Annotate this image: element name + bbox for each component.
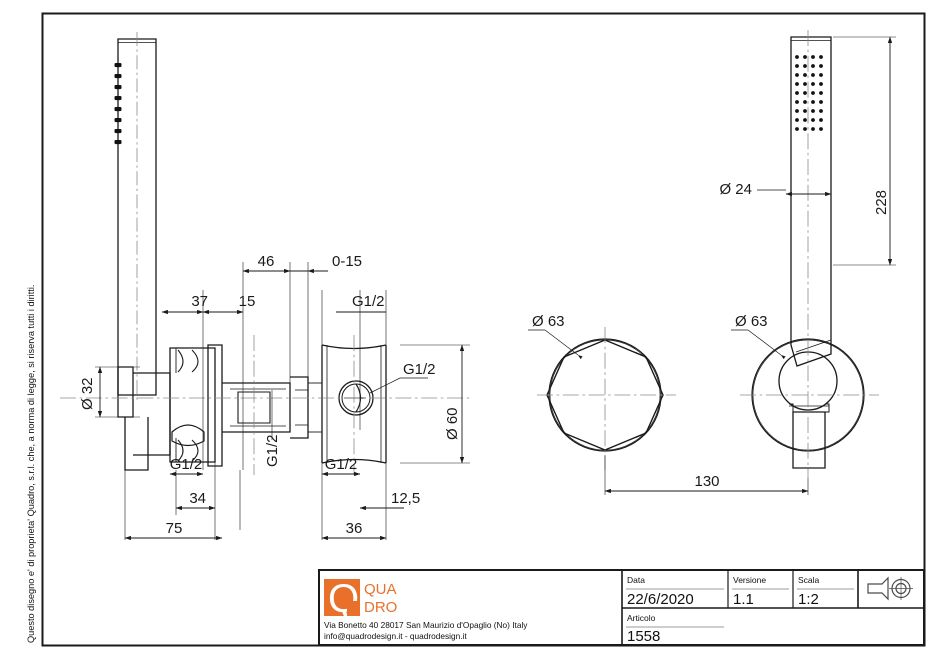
dimension-g12-bottom-right-text: G1/2 (325, 456, 358, 473)
company-logo: Q QUA DRO (324, 577, 397, 621)
dimension-75: 75 (124, 520, 223, 541)
dimension-0-15: 0-15 (290, 253, 362, 274)
dimension-g12-bottom-right: G1/2 (321, 456, 361, 477)
main-view-centerline (60, 335, 470, 475)
dimension-130: 130 (604, 455, 809, 495)
field-versione-label: Versione (733, 575, 766, 585)
dimension-36: 36 (321, 520, 387, 541)
handset-right-lower-stub (789, 403, 830, 469)
dimension-36-text: 36 (346, 520, 363, 537)
field-articolo-label: Articolo (627, 613, 656, 623)
dimension-d32-text: Ø 32 (79, 377, 96, 410)
field-versione-value: 1.1 (733, 591, 754, 608)
dimension-46: 46 (242, 253, 291, 274)
company-address-line-2: info@quadrodesign.it - quadrodesign.it (324, 631, 467, 641)
sheet-frame (41, 12, 926, 647)
logo-line-1: QUA (364, 581, 397, 598)
dimension-228-text: 228 (873, 190, 890, 215)
dimension-g12-top-right: G1/2 (336, 293, 386, 313)
dimension-d63-left: Ø 63 (528, 313, 583, 360)
dimension-d63-right-text: Ø 63 (735, 313, 768, 330)
field-scala-label: Scala (798, 575, 820, 585)
logo-line-2: DRO (364, 599, 397, 616)
dimension-228: 228 (833, 36, 896, 266)
company-address: Via Bonetto 40 28017 San Maurizio d'Opag… (324, 620, 528, 641)
field-scala-value: 1:2 (798, 591, 819, 608)
field-articolo-value: 1558 (627, 628, 660, 645)
dimension-15: 15 (202, 293, 256, 315)
valve-body-side-view (117, 344, 387, 471)
title-block (318, 569, 925, 646)
dimension-75-text: 75 (166, 520, 183, 537)
field-data-label: Data (627, 575, 645, 585)
dimension-g12-center: G1/2 (264, 390, 281, 467)
copyright-note-text: Questo disegno e' di proprieta' Quadro, … (26, 285, 36, 643)
dimension-g12-bottom-left-text: G1/2 (170, 456, 203, 473)
dimension-d63-left-text: Ø 63 (532, 313, 565, 330)
dimension-34: 34 (175, 470, 216, 515)
dimension-d60: Ø 60 (444, 344, 465, 464)
field-scala: Scala 1:2 (798, 575, 820, 608)
field-versione: Versione 1.1 (733, 575, 766, 608)
company-address-line-1: Via Bonetto 40 28017 San Maurizio d'Opag… (324, 620, 528, 630)
dimension-130-text: 130 (694, 473, 719, 490)
handset-left-spray-holes (114, 63, 122, 145)
dimension-d63-right: Ø 63 (731, 313, 786, 360)
field-articolo: Articolo 1558 (627, 613, 660, 645)
front-plate-left-centerlines (537, 327, 676, 470)
dimension-125-text: 12,5 (391, 490, 420, 507)
dimension-d24: Ø 24 (719, 181, 832, 198)
dimension-37-text: 37 (191, 293, 208, 310)
dimension-d24-text: Ø 24 (719, 181, 752, 198)
dimension-g12-center-text: G1/2 (264, 434, 281, 467)
dimension-0-15-text: 0-15 (332, 253, 362, 270)
front-plate-right-centerlines (740, 30, 879, 478)
field-data: Data 22/6/2020 (627, 575, 694, 608)
first-angle-projection-icon (867, 576, 913, 601)
dimension-46-text: 46 (258, 253, 275, 270)
handset-right-front-view (790, 36, 832, 367)
dimension-g12-leader-text: G1/2 (403, 361, 436, 378)
field-data-value: 22/6/2020 (627, 591, 694, 608)
dimension-g12-leader: G1/2 (369, 361, 436, 394)
dimension-15-text: 15 (239, 293, 256, 310)
dimension-d60-text: Ø 60 (444, 407, 461, 440)
dimension-g12-bottom-left: G1/2 (169, 456, 204, 477)
dimension-d32: Ø 32 (79, 366, 140, 418)
main-view-extension-lines (124, 262, 470, 540)
copyright-note: Questo disegno e' di proprieta' Quadro, … (26, 285, 36, 643)
dimension-125: 12,5 (359, 490, 420, 511)
dimension-g12-top-right-text: G1/2 (352, 293, 385, 310)
dimension-37: 37 (161, 293, 208, 315)
dimension-34-text: 34 (189, 490, 206, 507)
handset-right-spray-holes (795, 55, 823, 131)
